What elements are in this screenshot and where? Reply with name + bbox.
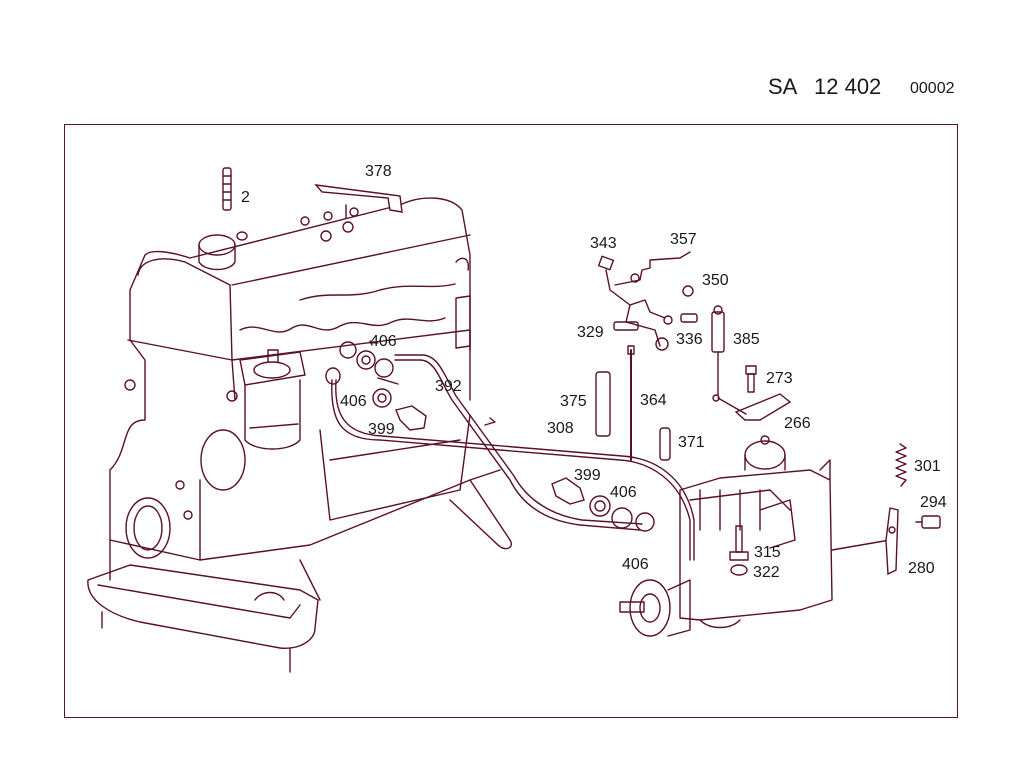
leader-lines — [369, 340, 373, 346]
callout-392: 392 — [435, 378, 462, 395]
callout-364: 364 — [640, 392, 667, 409]
callout-273: 273 — [766, 370, 793, 387]
callout-315: 315 — [754, 544, 781, 561]
engine-block — [87, 197, 512, 673]
callout-406-lower: 406 — [610, 484, 637, 501]
lever-assembly — [597, 251, 725, 402]
callout-322: 322 — [753, 564, 780, 581]
callout-280: 280 — [908, 560, 935, 577]
spring-and-bracket — [885, 443, 941, 576]
callout-2: 2 — [241, 189, 250, 206]
group-number: 12 402 — [814, 74, 882, 99]
callout-350: 350 — [702, 272, 729, 289]
rods — [595, 345, 671, 461]
injection-pump — [619, 435, 891, 637]
callout-378: 378 — [365, 163, 392, 180]
callout-308: 308 — [547, 420, 574, 437]
callout-399-upper: 399 — [368, 421, 395, 438]
sheet-number: 00002 — [910, 80, 955, 97]
part-2-stud — [222, 167, 232, 211]
callout-371: 371 — [678, 434, 705, 451]
group-prefix: SA — [768, 74, 798, 99]
callout-labels: 2 378 343 357 350 329 336 385 406 392 40… — [241, 163, 947, 581]
callout-357: 357 — [670, 231, 697, 248]
callout-266: 266 — [784, 415, 811, 432]
callout-336: 336 — [676, 331, 703, 348]
bracket-266-and-bolt-273 — [717, 365, 792, 421]
callout-385: 385 — [733, 331, 760, 348]
callout-406-pump: 406 — [622, 556, 649, 573]
drawing-frame — [64, 124, 958, 718]
callout-343: 343 — [590, 235, 617, 252]
callout-399-lower: 399 — [574, 467, 601, 484]
callout-406-middle: 406 — [340, 393, 367, 410]
washers-lower — [551, 477, 655, 532]
callout-301: 301 — [914, 458, 941, 475]
callout-375: 375 — [560, 393, 587, 410]
callout-406-upper: 406 — [370, 333, 397, 350]
part-378-bracket — [314, 184, 403, 242]
drawing-header: SA 12 402 00002 — [768, 74, 968, 104]
callout-329: 329 — [577, 324, 604, 341]
callout-294: 294 — [920, 494, 947, 511]
washers-upper — [339, 341, 427, 431]
